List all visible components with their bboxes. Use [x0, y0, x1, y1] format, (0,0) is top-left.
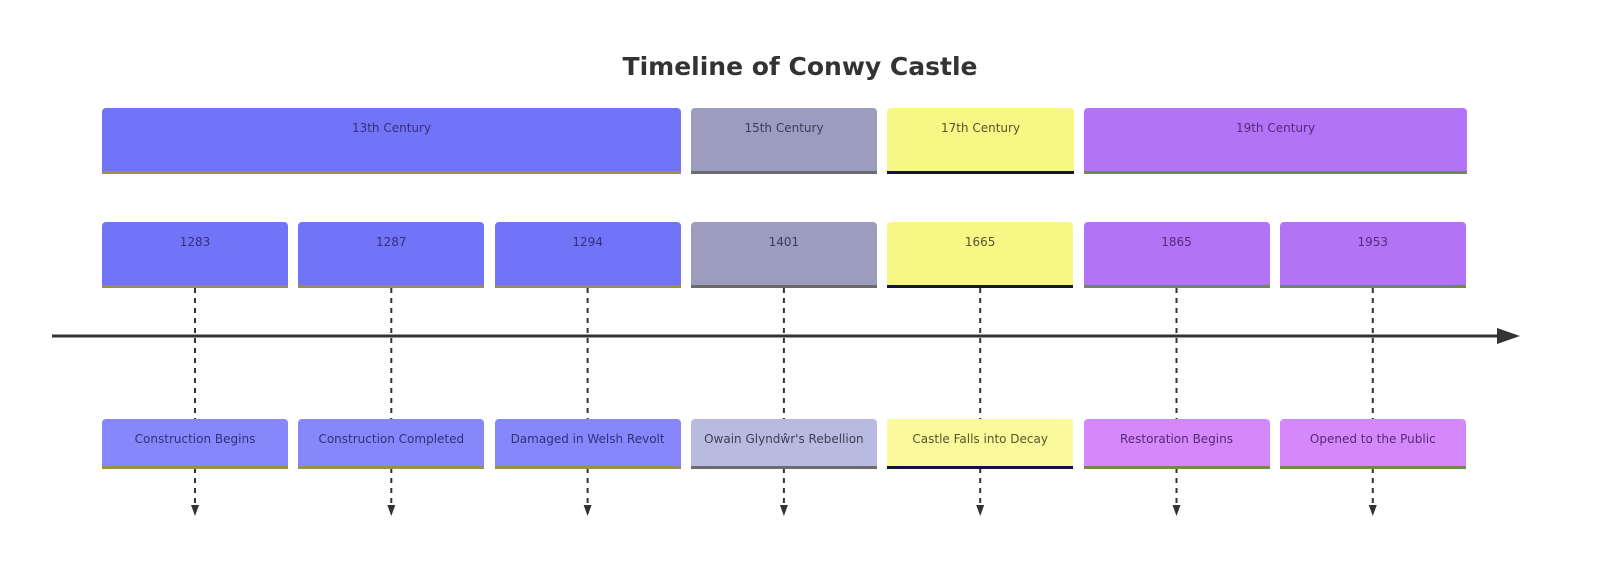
year-box: 1283 — [102, 222, 288, 288]
year-box: 1294 — [494, 222, 681, 288]
event-box: Damaged in Welsh Revolt — [494, 419, 681, 469]
axis-arrowhead-icon — [1497, 328, 1520, 344]
arrow-down-icon — [191, 505, 199, 516]
diagram-title: Timeline of Conwy Castle — [622, 52, 978, 81]
event-box: Castle Falls into Decay — [887, 419, 1074, 469]
century-box: 15th Century — [691, 108, 877, 174]
event-connectors — [191, 288, 1377, 516]
arrow-down-icon — [1368, 505, 1377, 516]
arrow-down-icon — [976, 505, 985, 516]
year-box: 1665 — [887, 222, 1074, 288]
arrow-down-icon — [779, 505, 788, 516]
year-box: 1865 — [1083, 222, 1270, 288]
century-box: 13th Century — [102, 108, 681, 174]
event-box: Restoration Begins — [1083, 419, 1270, 469]
event-box: Owain Glyndŵr's Rebellion — [690, 419, 877, 469]
century-box: 19th Century — [1084, 108, 1467, 174]
arrow-down-icon — [1172, 505, 1181, 516]
arrow-down-icon — [583, 505, 592, 516]
event-box: Construction Begins — [102, 419, 288, 469]
event-box: Construction Completed — [298, 419, 485, 469]
arrow-down-icon — [387, 505, 396, 516]
event-box: Opened to the Public — [1279, 419, 1466, 469]
year-box: 1953 — [1279, 222, 1466, 288]
year-box: 1287 — [298, 222, 485, 288]
year-box: 1401 — [690, 222, 877, 288]
century-box: 17th Century — [887, 108, 1074, 174]
